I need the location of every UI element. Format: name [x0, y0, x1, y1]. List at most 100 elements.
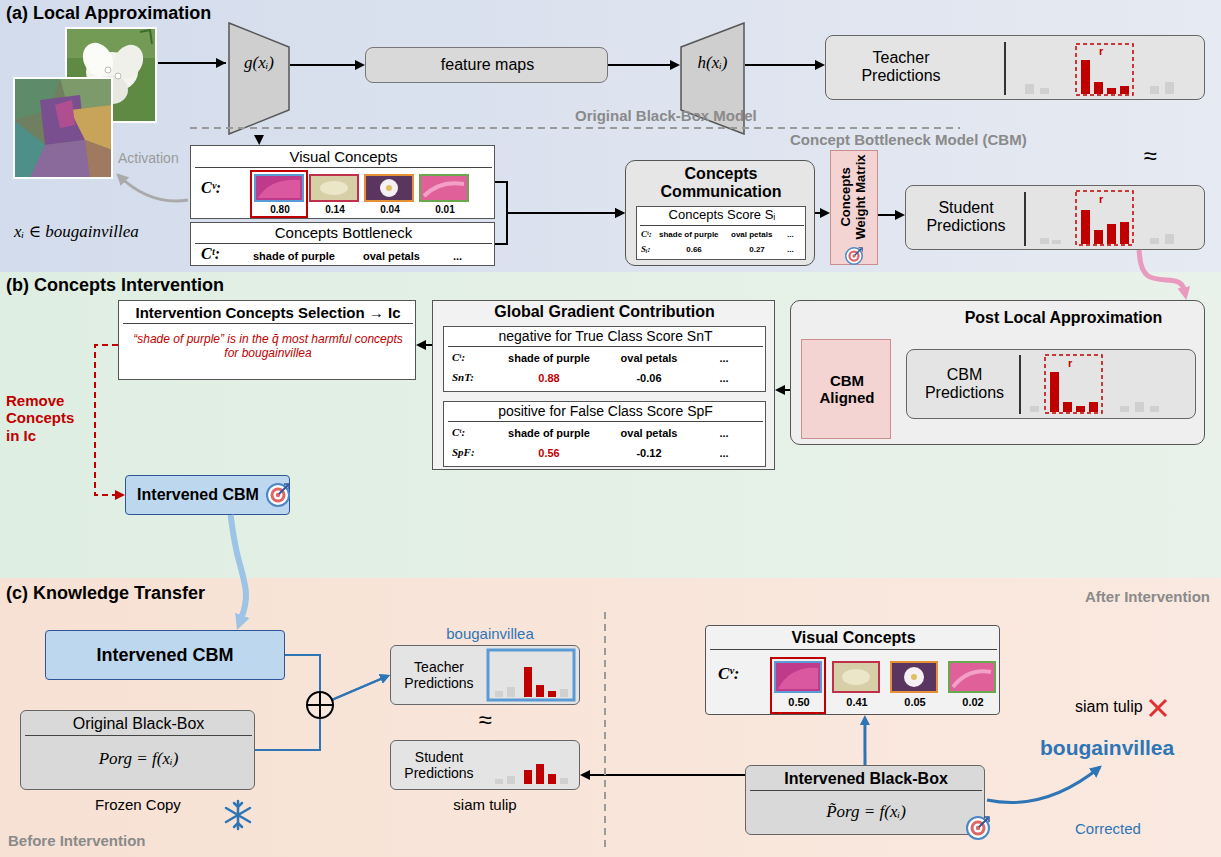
- input-photo: [66, 28, 156, 122]
- box-title: Teacher Predictions: [846, 49, 956, 86]
- concept-tile: [842, 669, 870, 685]
- bar-chart: [1150, 406, 1159, 412]
- bar-chart: [1107, 224, 1116, 244]
- bar-chart: [1024, 192, 1026, 246]
- bar-chart: [536, 764, 544, 784]
- arrow-label: Activation: [118, 150, 190, 166]
- bar-chart: [1120, 222, 1129, 244]
- class-label: bougainvillea: [430, 625, 550, 642]
- concept-symbol: Cᵛ:: [718, 664, 758, 684]
- connector-arrow: [421, 344, 432, 346]
- concept-panel: Visual ConceptsCᵛ:0.500.410.050.02: [705, 625, 1000, 715]
- prediction-box: CBM Predictions: [906, 349, 1196, 419]
- bar-chart: [1165, 82, 1174, 94]
- concept-name: oval petals: [363, 250, 443, 263]
- concept-tile: [775, 662, 821, 692]
- target-icon: [846, 248, 863, 265]
- masked-photo: [14, 78, 112, 178]
- bar-chart: [507, 687, 515, 697]
- connector-arrow: [495, 213, 620, 244]
- correction-arrow: [987, 767, 1100, 803]
- table-cell: shade of purple: [659, 230, 729, 239]
- bar-chart: [1094, 82, 1103, 94]
- table-cell: ...: [787, 230, 803, 239]
- table-cell: -0.12: [609, 447, 689, 460]
- bar-chart: [1076, 191, 1133, 245]
- sum-symbol: [307, 692, 333, 718]
- encoder-trapezoid-outline: [228, 22, 290, 135]
- table-cell: ...: [704, 447, 744, 460]
- input-photo: [140, 30, 152, 44]
- concept-score: 0.04: [363, 204, 417, 216]
- concept-score: 0.80: [253, 204, 307, 216]
- edge-label: Remove Concepts in Ic: [6, 392, 84, 444]
- cross-mark: [1150, 700, 1166, 716]
- note-text: “shade of purple” is in the q̄ most harm…: [127, 333, 409, 361]
- bar-chart: [1120, 406, 1129, 412]
- cbm-aligned: CBM Aligned: [801, 339, 891, 439]
- box-title: Intervened CBM: [46, 645, 284, 666]
- masked-photo: [14, 78, 112, 178]
- panel-heading: (a) Local Approximation: [6, 3, 326, 24]
- bar-chart: [495, 779, 503, 784]
- bar-chart: [1120, 86, 1129, 94]
- table-cell: -0.06: [609, 372, 689, 385]
- formula-text: P̃org = f(xᵢ): [750, 802, 982, 822]
- region-label: Concept Bottleneck Model (CBM): [790, 131, 1050, 148]
- encoder-trapezoid-outline: [229, 23, 289, 134]
- bar-chart: [495, 764, 568, 784]
- masked-photo: [30, 140, 90, 178]
- concept-panel: Visual ConceptsCᵛ:0.800.140.040.01: [190, 145, 495, 219]
- concept-tile: [833, 662, 879, 692]
- concept-tile: [911, 674, 917, 680]
- bar-chart: [1052, 240, 1061, 244]
- bar-chart: [536, 685, 544, 697]
- panel-band: (b) Concepts InterventionIntervention Co…: [0, 272, 1221, 578]
- connector-arrow: [608, 64, 675, 66]
- concept-score: 0.02: [946, 696, 1000, 709]
- input-arrow: [158, 62, 226, 64]
- masked-photo: [70, 105, 112, 150]
- connector-arrow: [95, 345, 120, 495]
- connector-arrow: [231, 515, 246, 623]
- bar-chart: [1076, 406, 1085, 412]
- box-title: negative for True Class Score SnT: [448, 328, 763, 347]
- connector-arrow: [495, 182, 620, 213]
- concept-name: shade of purple: [253, 250, 353, 263]
- activation-arrow: [118, 175, 188, 201]
- table-cell: ...: [704, 352, 744, 365]
- bar-chart: [1005, 42, 1174, 95]
- snowflake-icon: [226, 801, 250, 829]
- divider-line: [604, 612, 606, 852]
- score-table: Concepts Score SᵢCᵗ:shade of purpleoval …: [636, 206, 806, 260]
- row-header: SpF:: [452, 446, 492, 459]
- module-box: Global Gradient Contribution negative for…: [432, 300, 775, 470]
- bar-chart: [488, 650, 574, 700]
- bar-chart: [1150, 86, 1159, 94]
- feature-box: feature maps: [365, 47, 608, 83]
- concept-name: ...: [453, 250, 483, 263]
- connector-arrow: [585, 774, 745, 776]
- snowflake-icon: [226, 801, 250, 829]
- concept-score: 0.01: [418, 204, 472, 216]
- box-title: Student Predictions: [911, 199, 1021, 236]
- concept-tile: [258, 180, 300, 198]
- table-cell: shade of purple: [494, 352, 604, 365]
- region-label: Original Black-Box Model: [575, 107, 815, 124]
- concept-tile: [771, 658, 995, 713]
- note-label: Frozen Copy: [95, 796, 205, 813]
- panel-band: (a) Local Approximationg(xᵢ)feature maps…: [0, 0, 1221, 272]
- sum-symbol: [307, 692, 333, 718]
- connector-arrow: [815, 212, 825, 214]
- chart-mark: r: [1099, 45, 1109, 58]
- box-title: Global Gradient Contribution: [437, 303, 772, 321]
- masked-photo: [40, 95, 85, 145]
- box-title: h(xᵢ): [680, 53, 745, 73]
- bar-chart: [1004, 42, 1006, 95]
- box-title: Intervention Concepts Selection → Ic: [123, 304, 413, 324]
- bar-chart: [1094, 230, 1103, 244]
- concept-score: 0.14: [308, 204, 362, 216]
- bar-chart: [1081, 60, 1090, 94]
- box-title: Intervened CBM: [132, 486, 264, 504]
